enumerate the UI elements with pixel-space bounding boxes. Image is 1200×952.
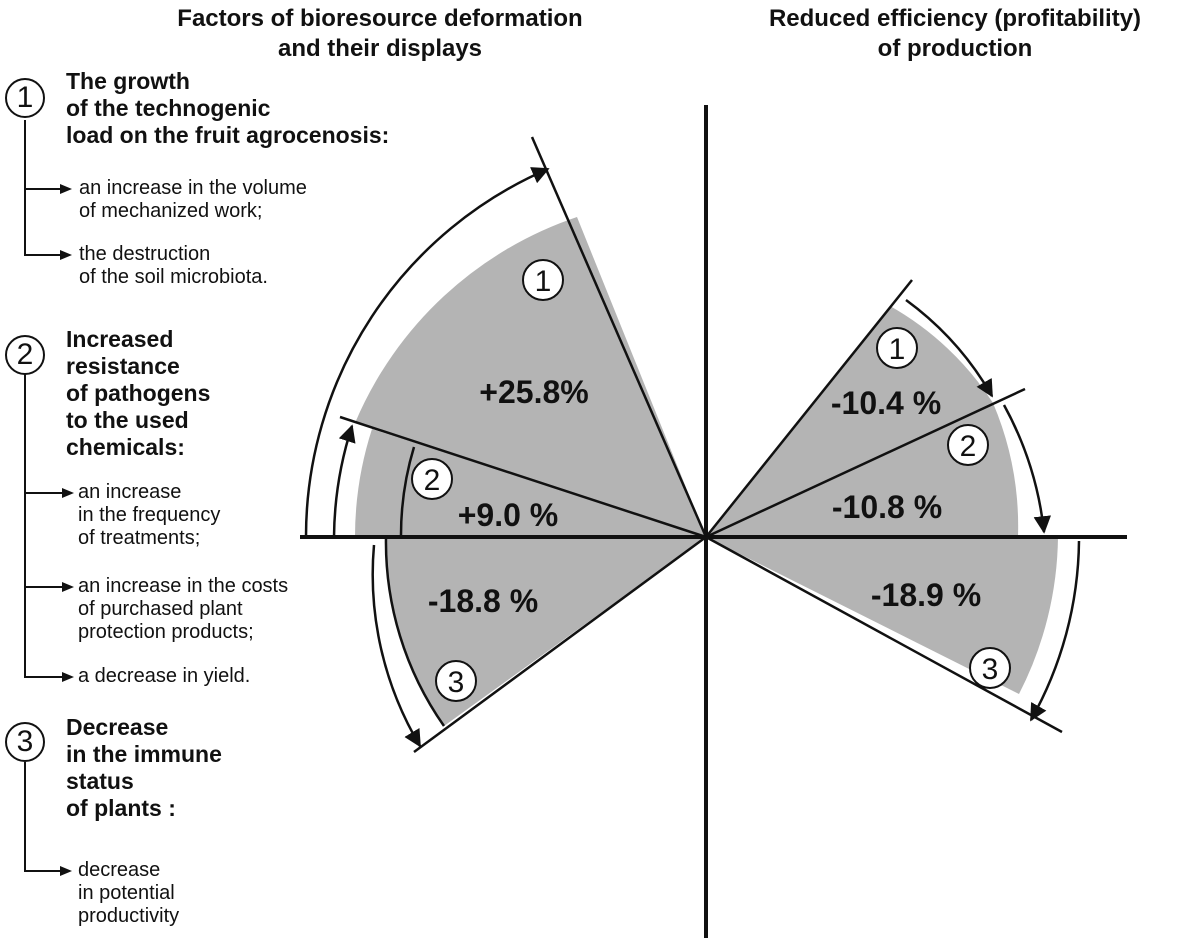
- display-line: of treatments;: [78, 527, 201, 549]
- boundary-ray: [705, 387, 1026, 539]
- right-sector-3: [706, 537, 1058, 694]
- left-sector-2-value: +9.0 %: [458, 497, 559, 533]
- factor-3-title-line: status: [66, 768, 134, 794]
- arrowhead-icon: [60, 184, 72, 194]
- right-arrow-2: [1002, 404, 1051, 534]
- right-sector-1-value: -10.4 %: [831, 385, 941, 421]
- display-line: in the frequency: [78, 504, 221, 526]
- factor-3-title-line: in the immune: [66, 741, 222, 767]
- boundary-ray: [413, 535, 707, 754]
- right-marker-3-label: 3: [982, 653, 999, 686]
- factor-1-title-line: of the technogenic: [66, 95, 271, 121]
- factor-3-title-line: Decrease: [66, 714, 169, 740]
- display-line: of the soil microbiota.: [79, 266, 268, 288]
- sector-2-inner-arc: [399, 446, 416, 538]
- display-line: in potential: [78, 882, 175, 904]
- left-sector-3: [385, 537, 706, 726]
- factor-2-display-1: an increase in the frequency of treatmen…: [78, 481, 220, 550]
- left-marker-2: 2: [411, 458, 453, 500]
- right-marker-3: 3: [969, 647, 1011, 689]
- boundary-ray: [705, 535, 1063, 734]
- factor-3-number: 3: [5, 722, 45, 762]
- arrowhead-icon: [60, 250, 72, 260]
- right-arrow-3: [1029, 540, 1081, 722]
- display-line: productivity: [78, 905, 180, 927]
- factor-3-display-1: decrease in potential productivity: [78, 859, 179, 928]
- boundary-ray: [530, 136, 708, 538]
- arrowhead-icon: [62, 672, 74, 682]
- arrowhead-icon: [62, 582, 74, 592]
- left-marker-1: 1: [522, 259, 564, 301]
- left-sector-1: [355, 217, 706, 537]
- factor-2-title-line: of pathogens: [66, 380, 211, 406]
- left-marker-3-label: 3: [448, 666, 465, 699]
- right-sector-2-value: -10.8 %: [832, 489, 942, 525]
- right-marker-1: 1: [876, 327, 918, 369]
- arrowhead-icon: [60, 866, 72, 876]
- right-arrow-1: [905, 298, 994, 398]
- left-arrow-2: [332, 424, 356, 538]
- right-sector-2: [706, 403, 1019, 537]
- factor-1-title-line: The growth: [66, 68, 190, 94]
- display-line: an increase: [78, 481, 182, 503]
- factor-2-number: 2: [5, 335, 45, 375]
- display-line: protection products;: [78, 621, 254, 643]
- display-line: the destruction: [79, 243, 211, 265]
- factor-1-number: 1: [5, 78, 45, 118]
- right-marker-2-label: 2: [960, 430, 977, 463]
- factor-2-display-2: an increase in the costs of purchased pl…: [78, 575, 288, 644]
- factor-3-connector: [24, 762, 62, 872]
- right-heading-line2: of production: [877, 35, 1033, 62]
- left-heading-line2: and their displays: [277, 35, 483, 62]
- left-sector-1-value: +25.8%: [479, 374, 588, 410]
- boundary-ray: [705, 279, 913, 538]
- left-marker-2-label: 2: [424, 464, 441, 497]
- factor-3-title: Decrease in the immune status of plants …: [66, 714, 222, 822]
- left-marker-1-label: 1: [535, 265, 552, 298]
- factor-2-title-line: to the used: [66, 407, 189, 433]
- arrowhead-icon: [62, 488, 74, 498]
- factor-2-display-3: a decrease in yield.: [78, 665, 250, 688]
- left-arrow-1: [304, 167, 550, 538]
- left-sector-3-value: -18.8 %: [428, 583, 538, 619]
- display-line: decrease: [78, 859, 161, 881]
- left-heading-line1: Factors of bioresource deformation: [177, 5, 583, 32]
- factor-1-display-1: an increase in the volume of mechanized …: [79, 177, 307, 223]
- right-marker-1-label: 1: [889, 333, 906, 366]
- factor-2-title: Increased resistance of pathogens to the…: [66, 326, 210, 461]
- display-line: a decrease in yield.: [78, 665, 251, 687]
- factor-2-title-line: Increased: [66, 326, 174, 352]
- display-line: an increase in the volume: [79, 177, 307, 199]
- factor-1-display-2: the destruction of the soil microbiota.: [79, 243, 268, 289]
- right-sector-1: [706, 306, 993, 537]
- right-marker-2: 2: [947, 424, 989, 466]
- left-arc-outline-3: [384, 536, 446, 727]
- factor-2-title-line: chemicals:: [66, 434, 185, 460]
- display-line: of mechanized work;: [79, 200, 263, 222]
- factor-2-title-line: resistance: [66, 353, 180, 379]
- left-sector-2: [355, 429, 706, 537]
- factor-3-title-line: of plants :: [66, 795, 176, 821]
- factor-2-connector: [24, 374, 64, 678]
- left-arrow-3: [371, 544, 422, 748]
- factor-1-title-line: load on the fruit agrocenosis:: [66, 122, 390, 148]
- left-marker-3: 3: [435, 660, 477, 702]
- factor-1-connector: [24, 120, 62, 256]
- display-line: of purchased plant: [78, 598, 243, 620]
- factor-1-title: The growth of the technogenic load on th…: [66, 68, 389, 149]
- right-sector-3-value: -18.9 %: [871, 577, 981, 613]
- right-heading-line1: Reduced efficiency (profitability): [768, 5, 1142, 32]
- left-heading: Factors of bioresource deformation and t…: [100, 4, 660, 64]
- boundary-ray: [339, 415, 707, 539]
- right-heading: Reduced efficiency (profitability) of pr…: [715, 4, 1195, 64]
- display-line: an increase in the costs: [78, 575, 289, 597]
